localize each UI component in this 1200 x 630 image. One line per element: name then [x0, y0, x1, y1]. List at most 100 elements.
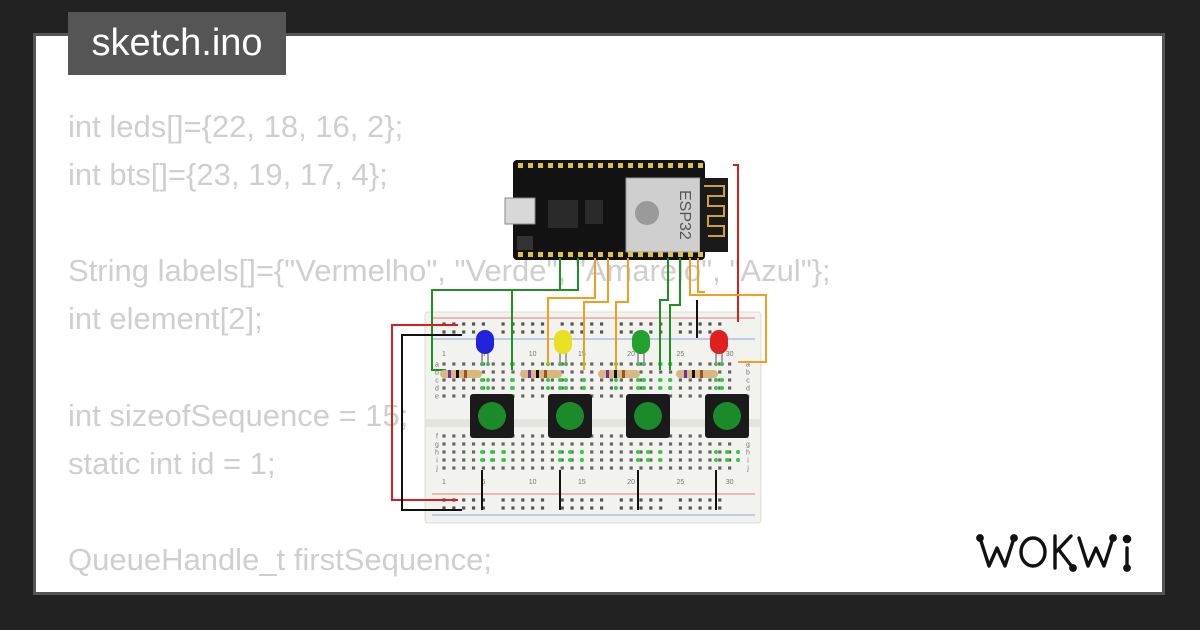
column-number: 30 — [726, 479, 734, 486]
breadboard-hole — [600, 394, 604, 398]
breadboard-hole — [718, 506, 722, 510]
breadboard-hole — [678, 362, 682, 366]
breadboard-hole — [668, 394, 673, 398]
breadboard-hole — [570, 466, 574, 470]
breadboard-hole — [442, 466, 446, 470]
connected-hole — [658, 450, 662, 454]
breadboard-hole — [619, 386, 623, 390]
breadboard-hole — [609, 394, 614, 398]
connected-hole — [568, 458, 572, 462]
header-pin — [628, 163, 633, 168]
connected-hole — [736, 450, 740, 454]
pushbutton[interactable] — [626, 394, 670, 438]
breadboard-hole — [481, 370, 485, 374]
breadboard-hole — [521, 394, 525, 398]
breadboard-hole — [659, 466, 663, 470]
header-pin — [528, 163, 533, 168]
pushbuttons — [470, 394, 749, 438]
pushbutton[interactable] — [705, 394, 749, 438]
breadboard-hole — [491, 362, 495, 366]
file-tab[interactable]: sketch.ino — [68, 12, 286, 75]
connected-hole — [725, 450, 729, 454]
header-pin — [598, 163, 603, 168]
header-pin — [588, 252, 593, 257]
led-blue[interactable] — [476, 330, 494, 366]
breadboard-hole — [600, 386, 604, 390]
breadboard-hole — [639, 458, 643, 462]
breadboard-hole — [668, 450, 673, 454]
breadboard-hole — [481, 466, 485, 470]
breadboard-hole — [609, 386, 614, 390]
breadboard-hole — [521, 386, 525, 390]
breadboard-hole — [590, 370, 594, 374]
wires — [391, 164, 767, 511]
breadboard-hole — [560, 450, 564, 454]
breadboard-hole — [531, 386, 535, 390]
led-yellow[interactable] — [554, 330, 572, 366]
breadboard-hole — [688, 498, 692, 502]
wire-orange-3 — [615, 258, 629, 370]
breadboard-hole — [688, 330, 692, 334]
connected-hole — [486, 378, 490, 382]
connected-hole — [564, 378, 568, 382]
breadboard-hole — [531, 322, 535, 326]
breadboard-hole — [629, 330, 633, 334]
connected-hole — [646, 458, 650, 462]
breadboard-hole — [590, 458, 594, 462]
breadboard-hole — [452, 458, 456, 462]
breadboard-hole — [600, 506, 604, 510]
breadboard-hole — [728, 386, 732, 390]
breadboard-hole — [560, 458, 564, 462]
breadboard-hole — [678, 442, 682, 446]
header-pin — [658, 252, 663, 257]
breadboard-hole — [481, 506, 485, 510]
breadboard-hole — [462, 322, 466, 326]
breadboard-hole — [688, 378, 692, 382]
breadboard-hole — [659, 370, 663, 374]
breadboard-hole — [728, 378, 732, 382]
connected-hole — [642, 378, 646, 382]
pushbutton[interactable] — [548, 394, 592, 438]
led-body — [710, 330, 728, 354]
breadboard-hole — [540, 450, 545, 454]
breadboard-hole — [698, 394, 702, 398]
header-pin — [658, 163, 663, 168]
column-number: 25 — [677, 479, 685, 486]
pushbutton[interactable] — [470, 394, 514, 438]
row-letter: d — [435, 386, 439, 393]
breadboard-hole — [570, 330, 574, 334]
breadboard-hole — [521, 434, 525, 438]
chip-label: ESP32 — [676, 190, 693, 240]
breadboard-hole — [442, 386, 446, 390]
connected-hole — [480, 450, 484, 454]
led-red[interactable] — [710, 330, 728, 366]
breadboard-hole — [531, 458, 535, 462]
breadboard-hole — [678, 450, 682, 454]
breadboard-hole — [609, 434, 614, 438]
breadboard-hole — [649, 442, 653, 446]
breadboard-hole — [609, 362, 614, 366]
breadboard-hole — [462, 498, 466, 502]
header-pin — [538, 163, 543, 168]
breadboard-hole — [511, 370, 515, 374]
breadboard-hole — [688, 450, 692, 454]
header-pins-top — [518, 163, 703, 168]
led-body — [476, 330, 494, 354]
connected-hole — [614, 386, 618, 390]
connected-hole — [502, 450, 506, 454]
header-pin — [568, 252, 573, 257]
breadboard-hole — [688, 362, 692, 366]
breadboard-hole — [698, 458, 702, 462]
breadboard-hole — [540, 322, 545, 326]
breadboard-hole — [521, 458, 525, 462]
connected-hole — [720, 378, 724, 382]
breadboard-hole — [540, 506, 545, 510]
breadboard-hole — [678, 386, 682, 390]
header-pin — [648, 252, 653, 257]
connected-hole — [714, 450, 718, 454]
row-letter: j — [746, 466, 749, 473]
breadboard-hole — [698, 450, 702, 454]
led-green[interactable] — [632, 330, 650, 366]
breadboard-hole — [442, 378, 446, 382]
breadboard-hole — [462, 362, 466, 366]
